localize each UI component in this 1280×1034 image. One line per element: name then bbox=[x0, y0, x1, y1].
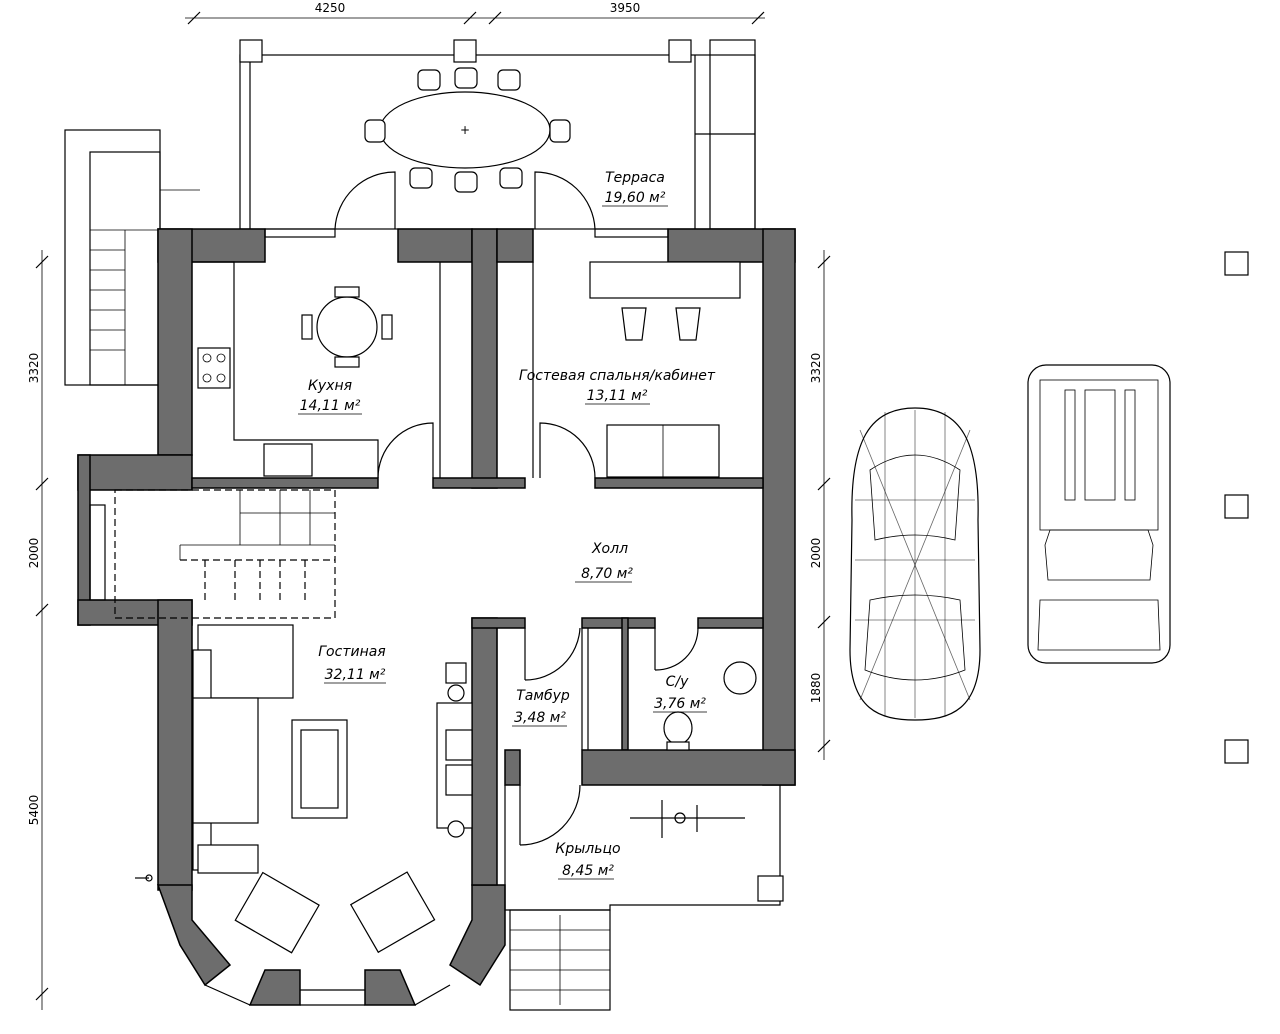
guest-room-furniture bbox=[532, 261, 741, 479]
room-area-porch: 8,45 м² bbox=[562, 863, 614, 879]
room-area-terrace: 19,60 м² bbox=[605, 190, 666, 206]
dimension-lines bbox=[35, 11, 831, 1010]
dimension-top-2: 3950 bbox=[610, 1, 641, 15]
dimension-left-1: 3320 bbox=[27, 353, 41, 384]
room-name-porch: Крыльцо bbox=[555, 841, 620, 857]
dimension-left-3: 5400 bbox=[27, 795, 41, 826]
sedan-car-icon bbox=[849, 407, 981, 721]
room-area-hall: 8,70 м² bbox=[581, 566, 633, 582]
walls bbox=[77, 228, 796, 1006]
marker-square bbox=[1224, 251, 1249, 276]
room-name-living-room: Гостиная bbox=[318, 644, 385, 660]
room-name-tambur: Тамбур bbox=[516, 688, 570, 704]
dimension-right-1: 3320 bbox=[809, 353, 823, 384]
living-room-furniture bbox=[192, 624, 473, 954]
room-area-tambur: 3,48 м² bbox=[514, 710, 566, 726]
dimension-right-3: 1880 bbox=[809, 673, 823, 704]
room-name-kitchen: Кухня bbox=[308, 378, 352, 394]
windows bbox=[89, 228, 669, 1006]
dimension-top-1: 4250 bbox=[315, 1, 346, 15]
room-name-hall: Холл bbox=[591, 541, 628, 557]
porch bbox=[504, 785, 784, 1011]
chairs bbox=[364, 67, 571, 193]
pickup-truck-icon bbox=[1027, 364, 1171, 664]
svg-text:+: + bbox=[460, 123, 470, 137]
room-name-terrace: Терраса bbox=[605, 170, 665, 186]
room-area-kitchen: 14,11 м² bbox=[300, 398, 361, 414]
room-area-guest-bedroom: 13,11 м² bbox=[587, 388, 648, 404]
entrance-furniture bbox=[496, 627, 757, 846]
marker-square bbox=[1224, 494, 1249, 519]
dimension-right-2: 2000 bbox=[809, 538, 823, 569]
dimension-left-2: 2000 bbox=[27, 538, 41, 569]
room-area-living-room: 32,11 м² bbox=[325, 667, 386, 683]
terrace: + bbox=[239, 39, 756, 230]
room-area-wc: 3,76 м² bbox=[654, 696, 706, 712]
kitchen-furniture bbox=[192, 261, 441, 479]
interior-stair bbox=[114, 489, 336, 619]
room-name-wc: С/у bbox=[666, 674, 689, 690]
marker-square bbox=[1224, 739, 1249, 764]
room-name-guest-bedroom: Гостевая спальня/кабинет bbox=[519, 368, 716, 384]
bicycle-icon bbox=[630, 800, 745, 838]
kitchen-table bbox=[316, 296, 378, 358]
